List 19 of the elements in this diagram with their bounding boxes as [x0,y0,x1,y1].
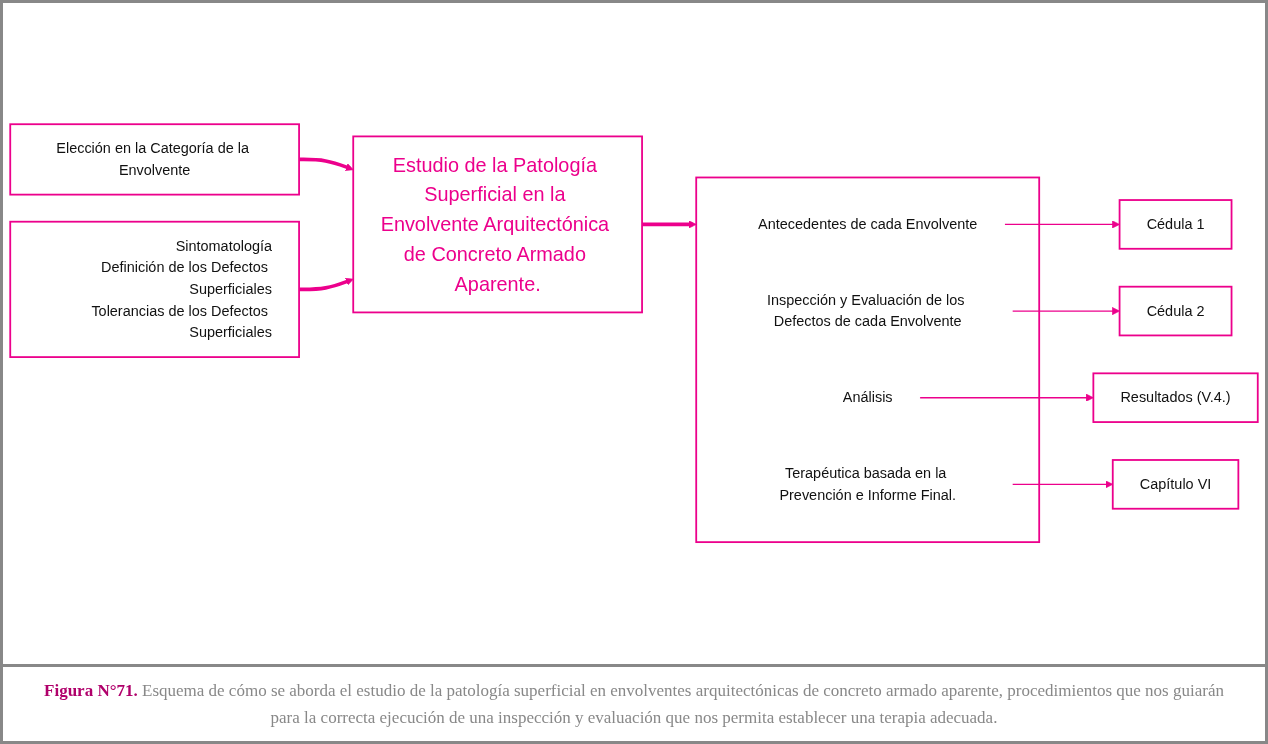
arrow [1011,307,1120,316]
node-box: Cédula 1 [1118,199,1233,250]
node-box: Elección en la Categoría de la Envolvente [9,123,300,196]
node-box: Sintomatología Definición de los Defectos Superficiales Tolerancias de los Defectos Superficiales [9,220,300,359]
cluster [695,176,1041,544]
node-box: Resultados (V.4.) [1092,372,1259,424]
arrow [1003,220,1120,229]
node-box: Capítulo VI [1111,459,1240,510]
arrow [642,220,697,229]
figure-caption: Figura N°71. Esquema de cómo se aborda el estudio de la patología superficial en envolventes arquitectónicas de concreto armado aparente, procedimientos que nos guiarán para la correcta ejecución de una inspección y evaluación que nos permita establecer una terapia adecuada. [3,663,1265,741]
node-text: Análisis [842,389,893,406]
arrow [299,157,354,171]
arrow [919,393,1094,402]
node-text: Terapéutica basada en la Prevención e Informe Final. [779,465,957,503]
arrow [299,278,354,292]
node-text: Antecedentes de cada Envolvente [758,216,978,232]
node-box: Cédula 2 [1118,285,1233,337]
node-box: Estudio de la Patología Superficial en la Envolvente Arquitectónica de Concreto Armado Aparente. [352,135,643,314]
node-text: Inspección y Evaluación de los Defectos de cada Envolvente [766,292,965,330]
